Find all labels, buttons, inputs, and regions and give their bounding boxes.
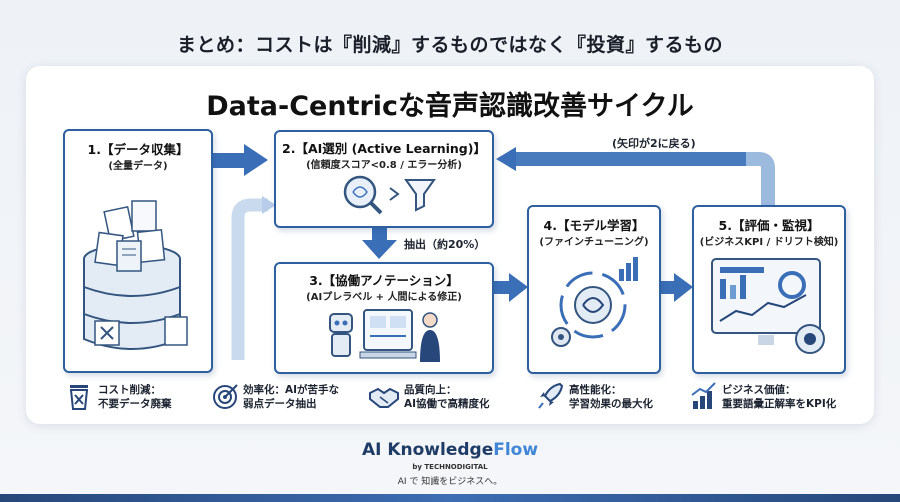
- handshake-icon: [369, 387, 399, 408]
- bottom-accent-bar: [0, 494, 900, 502]
- target-icon: [213, 384, 238, 409]
- benefit-5-line1: ビジネス価値：: [722, 384, 796, 396]
- brand-byline: by TECHNODIGITAL: [412, 463, 488, 471]
- step-5-subtitle: (ビジネスKPI / ドリフト検知): [699, 237, 839, 248]
- step-2-subtitle: (信頼度スコア<0.8 / エラー分析): [306, 160, 462, 171]
- arrow-step4-to-step5: [658, 273, 693, 302]
- benefit-4-line1: 高性能化：: [569, 384, 622, 396]
- brand-name-suffix: Flow: [493, 440, 539, 460]
- step-1-title: 1.【データ収集】: [87, 142, 189, 157]
- step-2-card: 2.【AI選別 (Active Learning)】 (信頼度スコア<0.8 /…: [274, 130, 494, 228]
- benefit-note-3: 品質向上： AI協働で高精度化: [404, 383, 490, 411]
- brand-logo: AI KnowledgeFlow: [0, 440, 900, 460]
- benefit-3-line1: 品質向上：: [404, 384, 457, 396]
- rocket-icon: [538, 382, 564, 409]
- step-3-card: 3.【協働アノテーション】 (AIプレラベル + 人間による修正): [274, 262, 494, 374]
- benefit-note-4: 高性能化： 学習効果の最大化: [569, 383, 653, 411]
- loop-back-arrow: [496, 147, 775, 205]
- brand-tagline: AI で 知識をビジネスへ。: [397, 477, 503, 487]
- step-1-card: 1.【データ収集】 (全量データ): [63, 129, 213, 373]
- growth-chart-icon: [691, 382, 716, 409]
- benefit-1-line1: コスト削減：: [98, 384, 161, 396]
- step-5-card: 5.【評価・監視】 (ビジネスKPI / ドリフト検知): [692, 205, 846, 374]
- step-3-subtitle: (AIプレラベル + 人間による修正): [306, 292, 462, 303]
- arrow-step1-to-step2: [210, 144, 268, 176]
- step-2-title: 2.【AI選別 (Active Learning)】: [282, 141, 486, 156]
- monitoring-dashboard-icon: [711, 258, 825, 354]
- feeder-connector: [231, 196, 276, 360]
- brand-name-prefix: AI Knowledge: [361, 440, 494, 460]
- arrow-step3-to-step4: [493, 273, 528, 302]
- step-1-subtitle: (全量データ): [108, 161, 168, 172]
- benefit-5-line2: 重要語彙正解率をKPI化: [722, 398, 837, 410]
- robot-and-human-annotating-icon: [329, 309, 440, 362]
- top-heading: まとめ：コストは『削減』するものではなく『投資』するもの: [176, 34, 723, 56]
- benefit-2-line2: 弱点データ抽出: [243, 398, 317, 410]
- step-5-title: 5.【評価・監視】: [718, 218, 820, 233]
- step-4-card: 4.【モデル学習】 (ファインチューニング): [527, 205, 661, 374]
- loop-back-label: (矢印が2に戻る): [612, 137, 696, 150]
- arrow-step2-to-step3: [362, 226, 397, 259]
- benefit-note-1: コスト削減： 不要データ廃棄: [98, 383, 172, 411]
- benefit-note-5: ビジネス価値： 重要語彙正解率をKPI化: [722, 383, 836, 411]
- benefit-1-line2: 不要データ廃棄: [98, 398, 172, 410]
- benefit-3-line2: AI協働で高精度化: [404, 398, 490, 410]
- step-4-subtitle: (ファインチューニング): [539, 237, 649, 248]
- extract-label: 抽出（約20%）: [404, 238, 486, 251]
- step-4-title: 4.【モデル学習】: [543, 218, 645, 233]
- step-3-title: 3.【協働アノテーション】: [309, 273, 459, 288]
- brain-magnifier-filter-icon: [343, 175, 436, 215]
- benefit-2-line1: 効率化：AIが苦手な: [243, 384, 340, 396]
- database-documents-icon: [83, 200, 188, 350]
- benefit-4-line2: 学習効果の最大化: [569, 398, 653, 410]
- trash-icon: [69, 385, 89, 410]
- diagram-title: Data-Centricな音声認識改善サイクル: [206, 91, 694, 122]
- benefit-note-2: 効率化：AIが苦手な 弱点データ抽出: [243, 383, 339, 411]
- brain-gears-learning-icon: [551, 257, 638, 347]
